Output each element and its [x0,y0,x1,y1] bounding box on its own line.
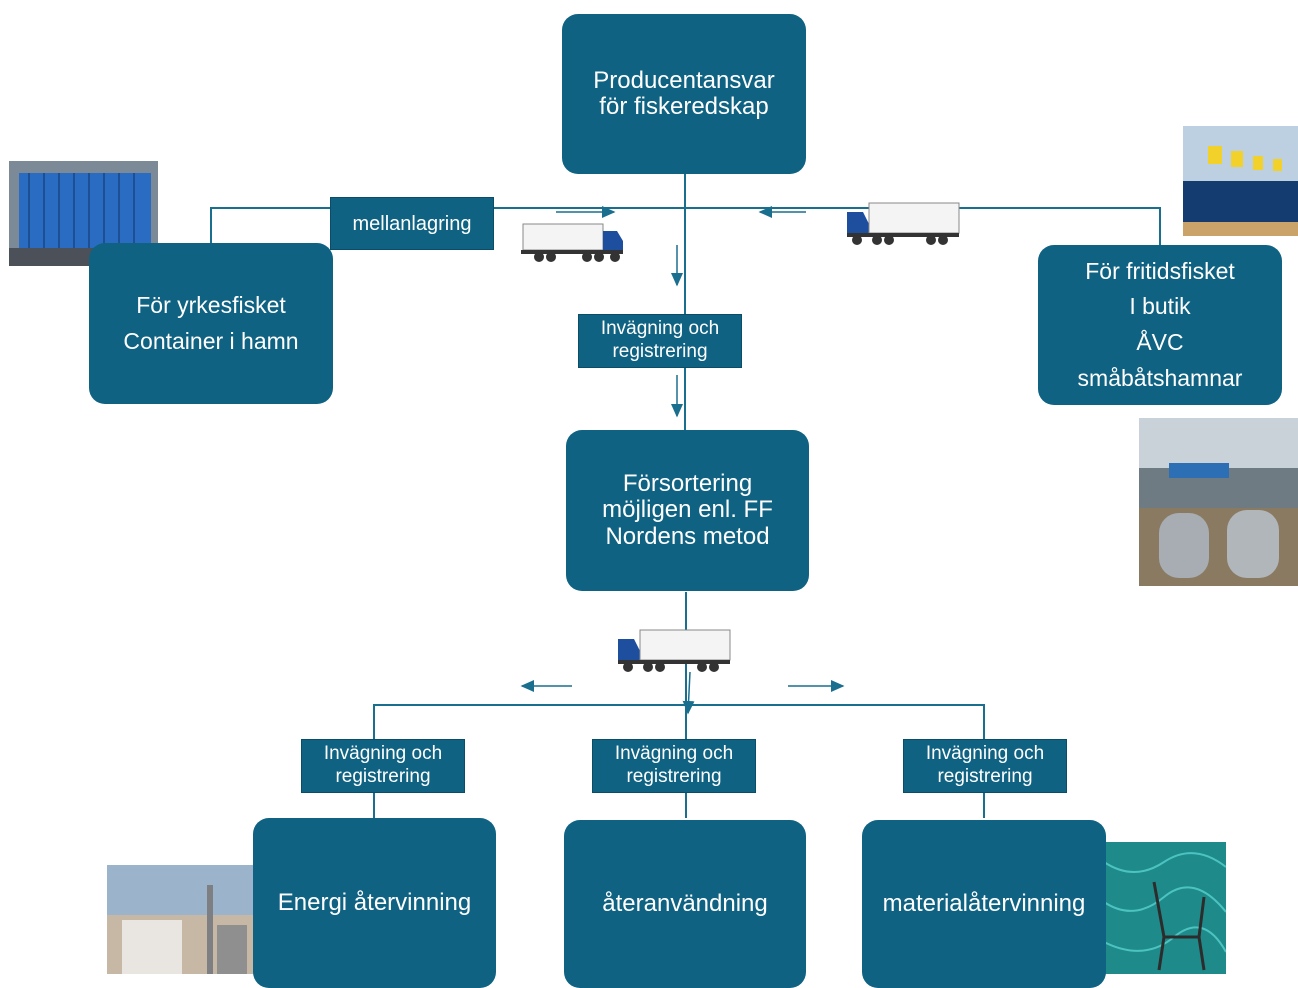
box-line: möjligen enl. FF [602,496,773,524]
weighing-label: Invägning och registrering [592,739,756,793]
tag-line: registrering [937,766,1033,787]
intermediate-storage-label: mellanlagring [330,197,494,250]
tag-line: Invägning och [614,743,734,765]
energy-recovery-box: Energi återvinning [253,818,496,988]
tag-line: Invägning och [925,743,1045,765]
recycling-bins-photo [1139,418,1298,586]
box-line: materialåtervinning [882,889,1086,917]
weighing-label: Invägning och registrering [301,739,465,793]
producer-responsibility-box: Producentansvar för fiskeredskap [562,14,806,174]
truck-icon [845,198,963,251]
material-recycling-box: materialåtervinning [862,820,1106,988]
weighing-label: Invägning och registrering [578,314,742,368]
box-line: Försortering [622,469,753,497]
presorting-box: Försortering möjligen enl. FF Nordens me… [566,430,809,591]
box-line: Container i hamn [123,327,299,354]
box-line: För yrkesfisket [136,291,286,318]
truck-icon [616,625,734,678]
box-line: återanvändning [602,889,768,917]
box-line: Nordens metod [605,522,770,550]
box-line: för fiskeredskap [599,93,769,120]
tag-line: Invägning och [323,743,443,765]
tag-line: Invägning och [600,318,720,340]
tag-line: mellanlagring [352,212,472,235]
tag-line: registrering [626,766,722,787]
recreational-fishing-box: För fritidsfisket I butik ÅVC småbåtsham… [1038,245,1282,405]
harbor-photo [1183,126,1298,236]
box-line: I butik [1129,293,1191,320]
tag-line: registrering [612,341,708,362]
box-line: småbåtshamnar [1077,364,1243,391]
box-line: Producentansvar [593,66,775,94]
box-line: För fritidsfisket [1085,257,1235,284]
tag-line: registrering [335,766,431,787]
energy-plant-photo [107,865,259,974]
weighing-label: Invägning och registrering [903,739,1067,793]
commercial-fishing-box: För yrkesfisket Container i hamn [89,243,333,404]
reuse-box: återanvändning [564,820,806,988]
truck-icon [521,219,625,270]
fishing-net-chair-photo [1104,842,1226,974]
box-line: Energi återvinning [277,888,472,916]
box-line: ÅVC [1136,329,1184,355]
